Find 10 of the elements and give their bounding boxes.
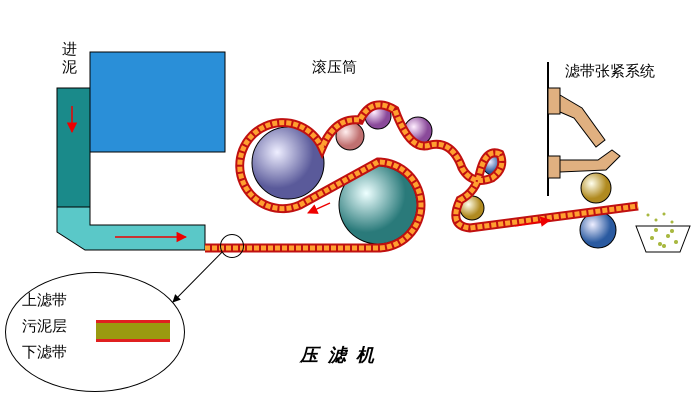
caption: 压滤机 [300,345,384,367]
magnified-view [5,272,185,392]
layer-label: 上滤带 [22,291,67,309]
detail-circle [220,234,244,258]
layer-label: 污泥层 [22,317,67,335]
inlet-label: 进泥 [62,40,78,76]
layer-label: 下滤带 [22,343,67,361]
leader-arrow [172,252,222,303]
tensioner-label: 滤带张紧系统 [565,62,655,80]
roller-label: 滚压筒 [312,58,357,76]
